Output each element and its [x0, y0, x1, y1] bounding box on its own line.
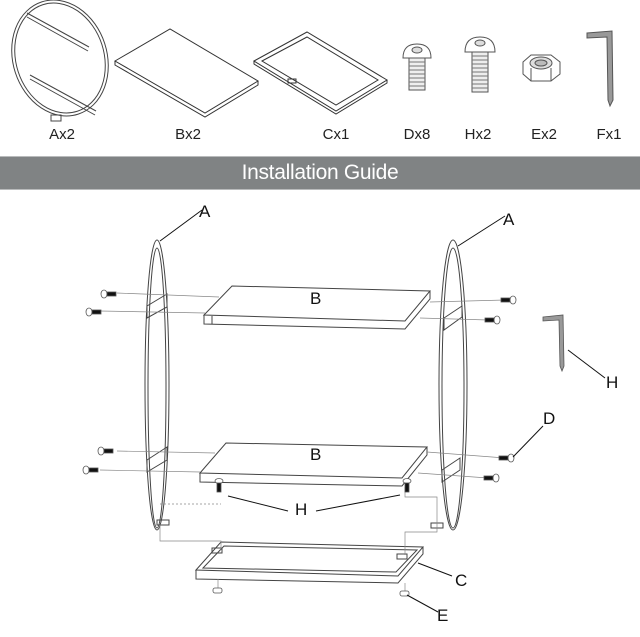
short-bolt-icon: [402, 43, 432, 91]
part-label-e: Ex2: [531, 126, 557, 143]
part-label-f: Fx1: [596, 126, 622, 143]
callout-h-bolts: H: [295, 500, 308, 519]
assembly-diagram: A A B B H D H C E: [0, 190, 640, 637]
part-label-b: Bx2: [175, 126, 201, 143]
long-bolt-icon: [464, 36, 496, 93]
callout-leader-lines: [159, 209, 606, 613]
part-label-c: Cx1: [322, 126, 350, 143]
shelf-panel-icon: [114, 28, 259, 118]
callout-h-allen-key: H: [606, 373, 619, 392]
long-bolts-icon: [214, 478, 412, 493]
banner-title: Installation Guide: [241, 161, 399, 184]
part-label-d: Dx8: [403, 126, 431, 143]
parts-illustrations: [11, 0, 614, 122]
callout-a-right: A: [503, 210, 515, 229]
callout-d-bolt: D: [543, 409, 556, 428]
top-shelf-panel-icon: [202, 285, 432, 330]
part-label-a: Ax2: [49, 126, 75, 143]
allen-key-icon: [542, 314, 565, 373]
right-ring-frame-icon: [430, 239, 468, 531]
base-panel-icon: [194, 541, 425, 584]
base-panel-icon: [253, 31, 388, 115]
callout-c-base: C: [455, 571, 468, 590]
assembly-illustration: [82, 209, 606, 613]
hex-nuts-icon: [212, 587, 410, 597]
part-label-h: Hx2: [464, 126, 492, 143]
ring-frame-icon: [11, 0, 109, 122]
side-bolts-icon: [82, 289, 517, 483]
callout-a-left: A: [199, 202, 211, 221]
callout-b-top: B: [310, 289, 322, 308]
allen-key-icon: [586, 30, 614, 108]
installation-guide-banner: Installation Guide: [0, 156, 640, 190]
hex-nut-icon: [522, 54, 561, 82]
callout-e-nut: E: [437, 606, 449, 625]
parts-list: Ax2 Bx2 Cx1 Dx8 Hx2 Ex2 Fx1: [0, 0, 640, 155]
callout-b-bottom: B: [310, 445, 322, 464]
left-ring-frame-icon: [144, 239, 170, 531]
